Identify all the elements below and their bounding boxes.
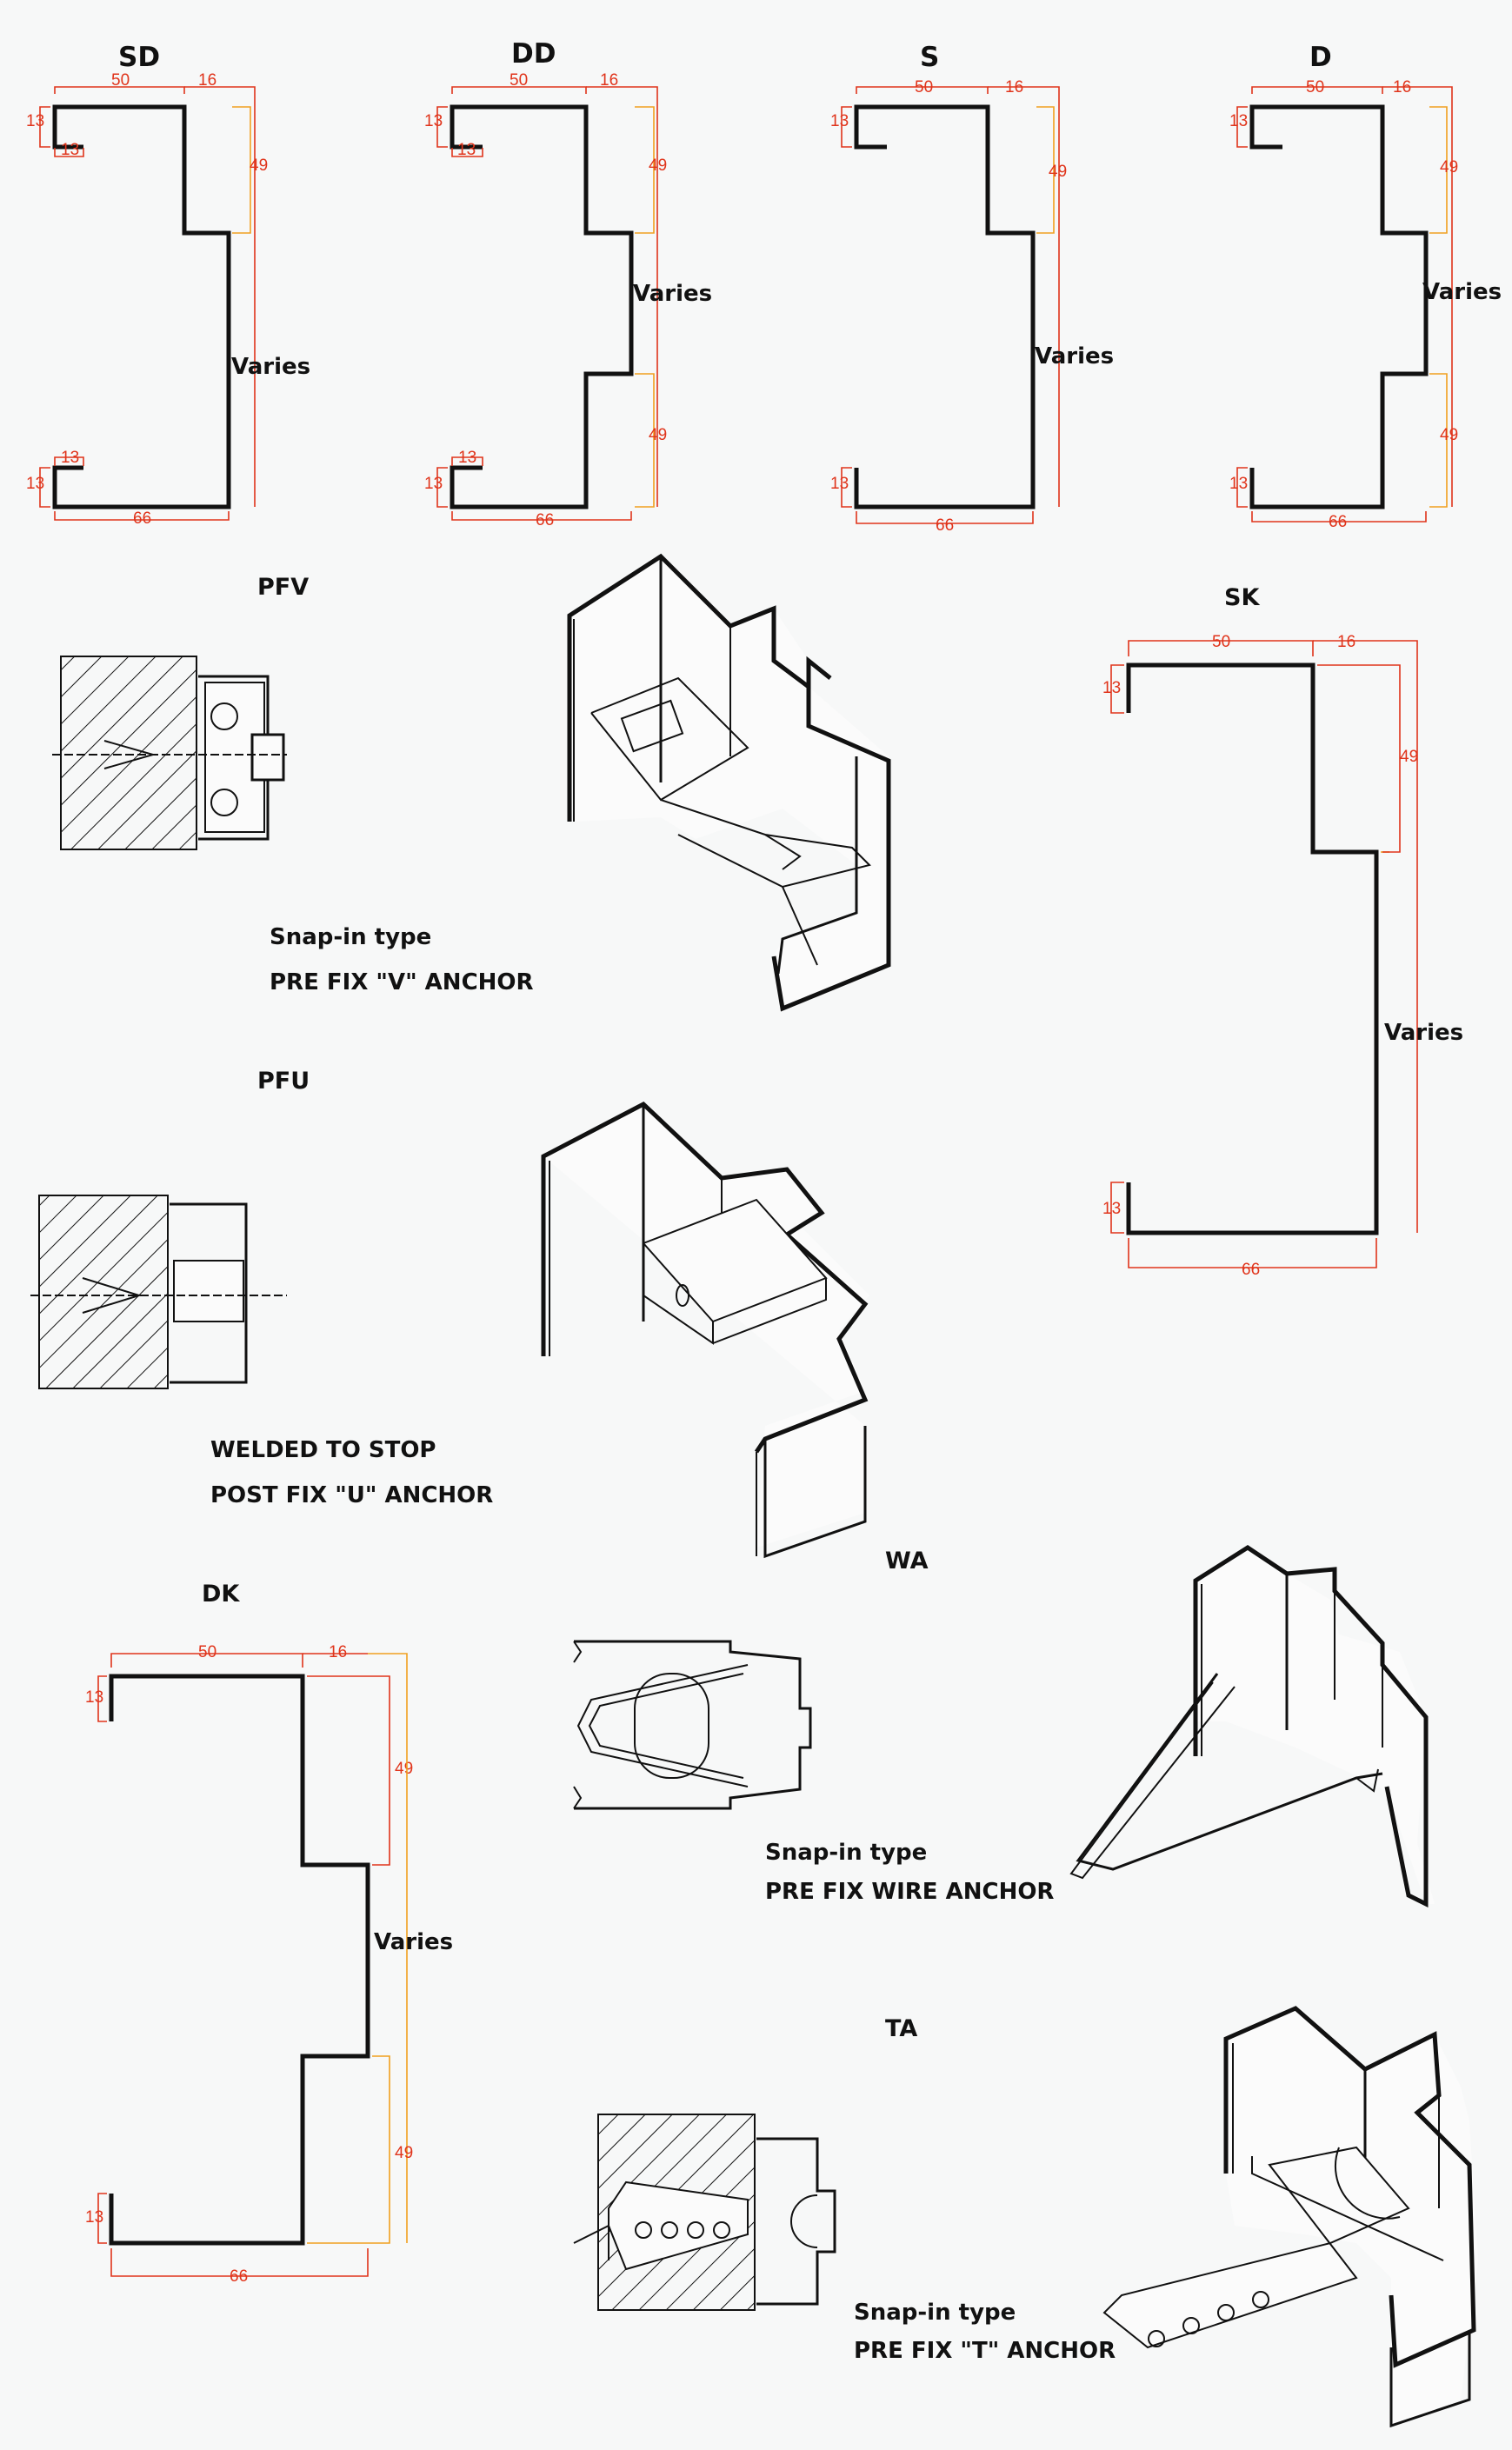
anchor-pfv: PFV Snap-in type PRE FIX "V" ANCHOR: [52, 553, 891, 1012]
profile-sk-title: SK: [1224, 584, 1260, 611]
profile-dd: DD 50 16 49 49 13 13 Varies 13 13 66: [424, 38, 712, 529]
s-dim-49: 49: [1049, 163, 1067, 181]
d-dim-13a: 13: [1229, 112, 1248, 130]
dd-dim-13d: 13: [424, 475, 443, 493]
profile-dd-title: DD: [511, 38, 556, 70]
dk-dim-16: 16: [329, 1643, 347, 1661]
sd-dim-13d: 13: [26, 475, 44, 493]
ta-section-view: [573, 2114, 836, 2311]
dd-dim-13b: 13: [457, 141, 476, 159]
pfv-title: PFV: [257, 574, 309, 601]
pfu-title: PFU: [257, 1068, 310, 1095]
wa-caption-line2: PRE FIX WIRE ANCHOR: [765, 1879, 1054, 1905]
sd-varies-label: Varies: [231, 354, 310, 380]
ta-title: TA: [885, 2015, 917, 2042]
profile-sk: SK 50 16 49 13 Varies 13 66: [1102, 584, 1463, 1279]
profile-d-title: D: [1309, 42, 1332, 73]
dd-dim-66: 66: [536, 511, 554, 529]
wa-title: WA: [885, 1548, 929, 1575]
dk-dim-13b: 13: [85, 2208, 103, 2227]
pfu-caption-line2: POST FIX "U" ANCHOR: [210, 1482, 493, 1508]
pfu-wall-section: [38, 1195, 169, 1389]
d-dim-50: 50: [1306, 78, 1324, 97]
pfv-wall-section: [60, 656, 197, 850]
sk-dim-49: 49: [1400, 748, 1418, 766]
ta-caption-line2: PRE FIX "T" ANCHOR: [854, 2338, 1116, 2364]
wa-isometric-view: [1069, 1545, 1435, 1908]
d-dim-13b: 13: [1229, 475, 1248, 493]
anchor-pfu: PFU WELDED TO STOP POST FIX "U" ANCHOR: [30, 1068, 869, 1559]
anchor-wa: WA Snap-in type PRE FIX WIRE ANCHOR: [573, 1545, 1435, 1908]
dk-dim-13a: 13: [85, 1688, 103, 1707]
dk-dim-66: 66: [230, 2267, 248, 2286]
sd-dim-49: 49: [250, 156, 268, 175]
dk-dim-49a: 49: [395, 1760, 413, 1778]
sk-dim-50: 50: [1212, 633, 1230, 651]
dd-varies-label: Varies: [633, 281, 712, 307]
pfv-caption-line2: PRE FIX "V" ANCHOR: [270, 969, 534, 995]
d-dim-49a: 49: [1440, 158, 1458, 176]
sd-dim-66: 66: [133, 509, 151, 528]
profile-dk: DK 50 16 49 49 13 Varies 13 66: [85, 1581, 453, 2286]
pfu-isometric-view: [541, 1101, 869, 1559]
sk-dim-13a: 13: [1102, 679, 1121, 697]
sk-dim-66: 66: [1242, 1261, 1260, 1279]
dd-dim-50: 50: [510, 71, 528, 90]
ta-caption-line1: Snap-in type: [854, 2300, 1016, 2326]
s-dim-16: 16: [1005, 78, 1023, 97]
dd-dim-16: 16: [600, 71, 618, 90]
profile-sd-title: SD: [118, 42, 160, 73]
profile-d: D 50 16 49 49 13 Varies 13 66: [1229, 42, 1502, 531]
dd-dim-13c: 13: [458, 449, 476, 467]
sd-dim-13b: 13: [61, 141, 79, 159]
s-dim-66: 66: [936, 516, 954, 535]
s-dim-13a: 13: [830, 112, 849, 130]
dk-varies-label: Varies: [374, 1929, 453, 1955]
sd-dim-16: 16: [198, 71, 216, 90]
d-dim-16: 16: [1393, 78, 1411, 97]
profile-sd: SD 50 16 49 13 13 Varies 13 13 66: [26, 42, 310, 528]
sk-dim-16: 16: [1337, 633, 1355, 651]
sd-dim-13c: 13: [61, 449, 79, 467]
profile-s-title: S: [920, 42, 939, 73]
wa-caption-line1: Snap-in type: [765, 1840, 927, 1866]
s-varies-label: Varies: [1035, 343, 1114, 369]
sd-dim-50: 50: [111, 71, 130, 90]
sk-dim-13b: 13: [1102, 1200, 1121, 1218]
pfv-isometric-view: [567, 553, 891, 1012]
dk-dim-49b: 49: [395, 2144, 413, 2162]
wa-plan-view: [573, 1640, 812, 1810]
dk-dim-50: 50: [198, 1643, 216, 1661]
d-dim-49b: 49: [1440, 426, 1458, 444]
pfu-caption-line1: WELDED TO STOP: [210, 1437, 436, 1463]
profile-dk-title: DK: [202, 1581, 240, 1608]
ta-isometric-view: [1102, 2006, 1478, 2428]
sd-dim-13a: 13: [26, 112, 44, 130]
s-dim-13b: 13: [830, 475, 849, 493]
pfv-caption-line1: Snap-in type: [270, 924, 431, 950]
profile-s: S 50 16 49 13 Varies 13 66: [830, 42, 1114, 535]
d-varies-label: Varies: [1422, 279, 1502, 305]
sk-varies-label: Varies: [1384, 1020, 1463, 1046]
s-dim-50: 50: [915, 78, 933, 97]
d-dim-66: 66: [1329, 513, 1347, 531]
dd-dim-13a: 13: [424, 112, 443, 130]
anchor-ta: TA Snap-in type PR: [573, 2006, 1478, 2428]
dd-dim-49b: 49: [649, 426, 667, 444]
